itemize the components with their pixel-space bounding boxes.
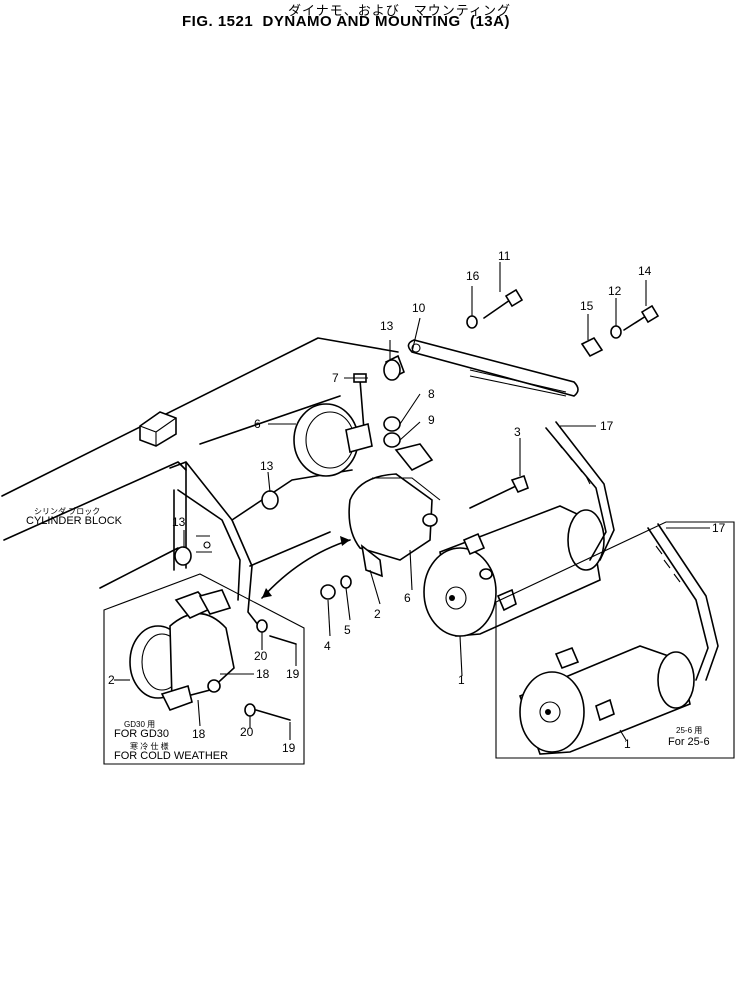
bolt-7: [353, 373, 367, 431]
callout-13-top: 13: [380, 319, 394, 333]
label-for-gd30: FOR GD30: [114, 728, 169, 740]
spacer-13-top: [383, 354, 406, 381]
inset-25-6: [495, 521, 735, 759]
label-for-cold-weather: FOR COLD WEATHER: [114, 750, 228, 762]
callout-11: 11: [498, 249, 511, 263]
bushing-9: [383, 432, 401, 448]
callout-13-low: 13: [172, 515, 186, 529]
label-25-6-jp: 25-6 用: [676, 726, 702, 735]
callout-18-top: 18: [256, 667, 270, 681]
v-belt-17-upper: [545, 421, 615, 561]
callout-6-top: 6: [254, 417, 261, 431]
dynamo-1: [423, 505, 605, 637]
spacer-13-low: [174, 546, 192, 566]
callout-2-inset: 2: [108, 673, 115, 687]
figure-title: FIG. 1521 DYNAMO AND MOUNTING (13A): [182, 13, 510, 30]
callout-3: 3: [514, 425, 521, 439]
callout-12: 12: [608, 284, 622, 298]
callout-4: 4: [324, 639, 331, 653]
callout-19-top: 19: [286, 667, 300, 681]
label-cylinder-block: CYLINDER BLOCK: [26, 515, 123, 527]
callout-17-right: 17: [712, 521, 726, 535]
washer-16: [466, 315, 478, 329]
callout-9: 9: [428, 413, 435, 427]
callout-13-mid: 13: [260, 459, 274, 473]
callout-15: 15: [580, 299, 594, 313]
callout-14: 14: [638, 264, 652, 278]
callout-8: 8: [428, 387, 435, 401]
callout-7: 7: [332, 371, 339, 385]
callout-16: 16: [466, 269, 480, 283]
swap-arrow: [261, 536, 351, 599]
label-cylinder-block-jp: シリンダ ブロック: [34, 506, 100, 516]
callout-1-top: 1: [458, 673, 465, 687]
callout-6-low: 6: [404, 591, 411, 605]
bolt-11: [483, 288, 524, 319]
callout-1-right: 1: [624, 737, 631, 751]
label-for-25-6: For 25-6: [668, 736, 710, 748]
washer-5: [340, 575, 352, 589]
bushing-8: [383, 416, 401, 432]
label-gd30-jp: GD30 用: [124, 720, 155, 729]
figure-subtitle-jp: ダイナモ、および マウンティング: [288, 3, 511, 18]
adjust-link-10: [407, 339, 579, 397]
bolt-14: [623, 304, 660, 331]
callout-10: 10: [412, 301, 426, 315]
dynamo-band-6: [293, 403, 373, 477]
washer-12: [610, 325, 622, 339]
callout-5: 5: [344, 623, 351, 637]
leader-lines: [114, 262, 710, 741]
callout-20-low: 20: [240, 725, 254, 739]
label-cold-weather-jp: 寒 冷 仕 様: [130, 741, 169, 751]
plate-15: [580, 336, 604, 358]
mounting-bracket-2: [348, 443, 441, 578]
callout-18-low: 18: [192, 727, 206, 741]
callout-17-top: 17: [600, 419, 614, 433]
bolt-3: [469, 474, 529, 509]
descriptive-labels: シリンダ ブロック CYLINDER BLOCK GD30 用 FOR GD30…: [26, 506, 710, 762]
inset-gd30-cold-weather: [103, 573, 305, 765]
callout-numbers: 11 16 14 12 15 10 13 7 8 9 6 17 3 13 13 …: [108, 249, 726, 755]
spacer-13-mid: [261, 490, 279, 510]
nut-4: [320, 584, 336, 600]
callout-20-top: 20: [254, 649, 268, 663]
callout-19-low: 19: [282, 741, 296, 755]
callout-2-top: 2: [374, 607, 381, 621]
